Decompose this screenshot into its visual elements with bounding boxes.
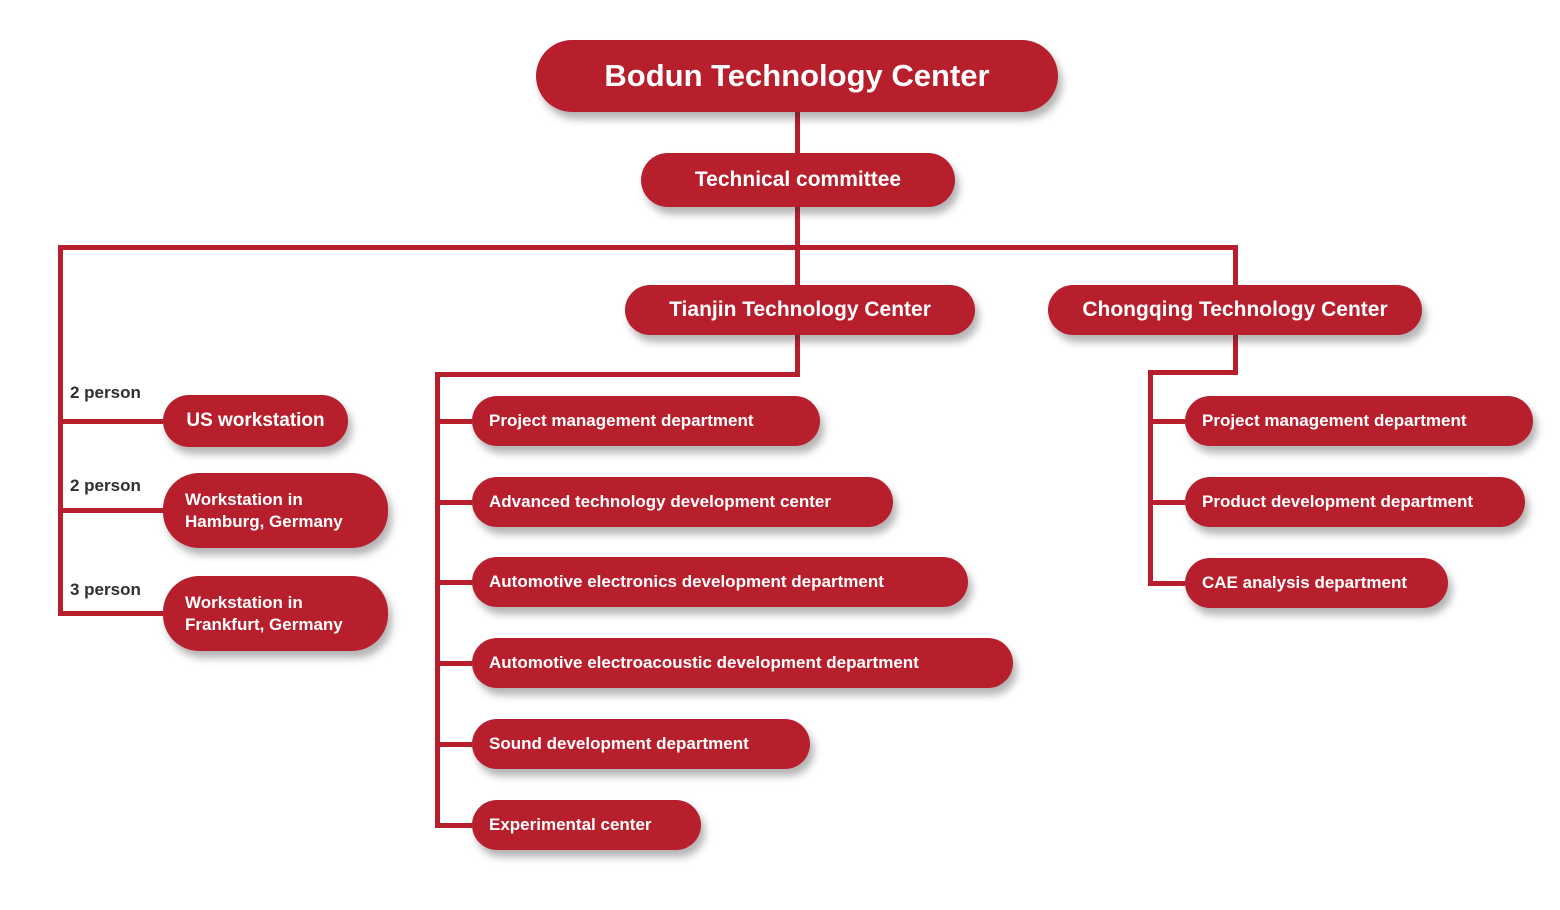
headcount-label-us: 2 person	[70, 383, 141, 402]
connector-tianjin-horizontal	[435, 372, 800, 377]
node-chongqing-dept-cae-analysis: CAE analysis department	[1185, 558, 1448, 608]
connector-tianjin-down	[795, 335, 800, 377]
connector-rail-tianjin	[795, 250, 800, 285]
node-tianjin-dept-experimental-center: Experimental center	[472, 800, 701, 850]
connector-chongqing-vertical	[1148, 370, 1153, 586]
connector-stub-tj-1	[435, 419, 472, 424]
headcount-label-frankfurt: 3 person	[70, 580, 141, 599]
node-tianjin-dept-project-management: Project management department	[472, 396, 820, 446]
node-tianjin-dept-advanced-technology: Advanced technology development center	[472, 477, 893, 527]
connector-chongqing-horizontal	[1148, 370, 1238, 375]
connector-stub-us	[58, 419, 163, 424]
connector-stub-tj-6	[435, 823, 472, 828]
headcount-label-hamburg: 2 person	[70, 476, 141, 495]
connector-tianjin-vertical	[435, 372, 440, 828]
connector-chongqing-down	[1233, 335, 1238, 375]
node-root: Bodun Technology Center	[536, 40, 1058, 112]
connector-stub-cq-3	[1148, 581, 1185, 586]
node-technical-committee: Technical committee	[641, 153, 955, 207]
node-tianjin-dept-automotive-electronics: Automotive electronics development depar…	[472, 557, 968, 607]
node-frankfurt-workstation: Workstation in Frankfurt, Germany	[163, 576, 388, 651]
connector-stub-hamburg	[58, 508, 163, 513]
node-tianjin-dept-sound-development: Sound development department	[472, 719, 810, 769]
connector-stub-tj-2	[435, 500, 472, 505]
node-tianjin-dept-automotive-electroacoustic: Automotive electroacoustic development d…	[472, 638, 1013, 688]
connector-stub-cq-1	[1148, 419, 1185, 424]
connector-committee-down	[795, 207, 800, 250]
node-tianjin-center: Tianjin Technology Center	[625, 285, 975, 335]
node-chongqing-dept-product-development: Product development department	[1185, 477, 1525, 527]
node-hamburg-workstation: Workstation in Hamburg, Germany	[163, 473, 388, 548]
connector-root-committee	[795, 112, 800, 155]
node-chongqing-dept-project-management: Project management department	[1185, 396, 1533, 446]
connector-stub-tj-5	[435, 742, 472, 747]
connector-stub-tj-3	[435, 580, 472, 585]
node-chongqing-center: Chongqing Technology Center	[1048, 285, 1422, 335]
connector-stub-frankfurt	[58, 611, 163, 616]
connector-main-rail	[58, 245, 1238, 250]
node-us-workstation: US workstation	[163, 395, 348, 447]
connector-stub-cq-2	[1148, 500, 1185, 505]
connector-stub-tj-4	[435, 661, 472, 666]
connector-rail-chongqing	[1233, 250, 1238, 285]
connector-left-vertical	[58, 245, 63, 616]
